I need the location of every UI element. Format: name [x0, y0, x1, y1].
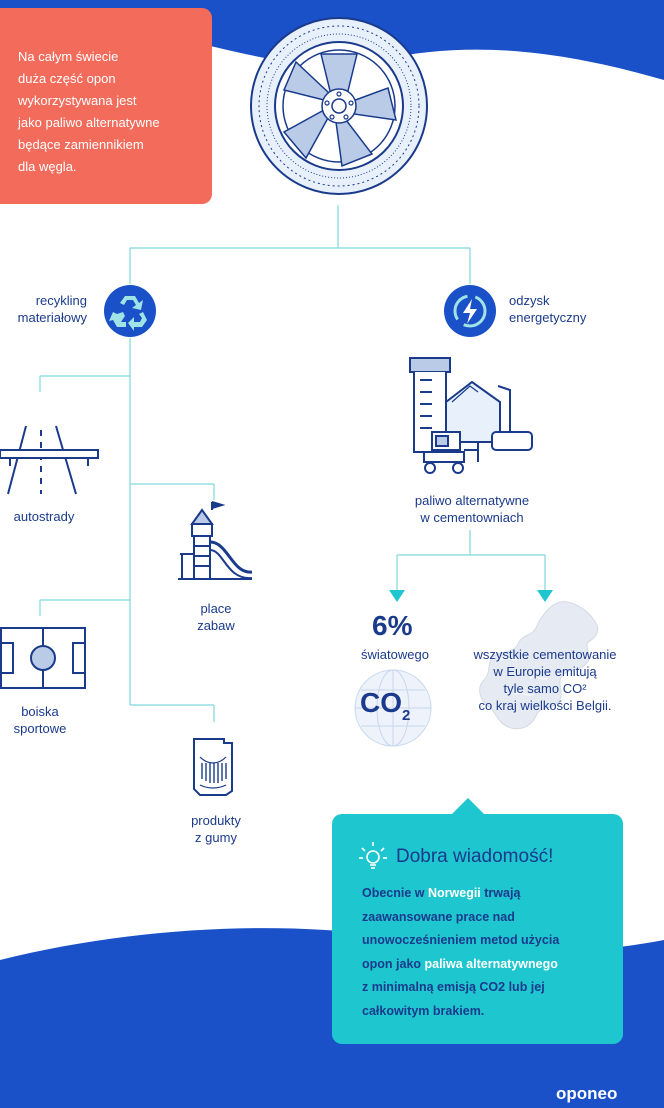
callout-title: Dobra wiadomość! [396, 846, 554, 867]
co2-percent-label: światowego [361, 647, 429, 662]
callout-line: zaawansowane prace nad [362, 909, 515, 924]
intro-line: wykorzystywana jest [18, 93, 137, 108]
rubber-products-label: produkty z gumy [176, 812, 256, 846]
brand-logo: oponeo [556, 1084, 618, 1103]
callout-line: Obecnie w Norwegii trwają [362, 882, 612, 906]
recycle-icon [104, 285, 156, 337]
playground-label-line: zabaw [197, 618, 235, 633]
intro-box: Na całym świecie duża część opon wykorzy… [0, 8, 212, 204]
callout-line: unowocześnieniem metod użycia [362, 933, 560, 947]
callout-line: opon jako paliwa alternatywnego [362, 953, 612, 977]
callout-highlight: paliwa alternatywnego [424, 956, 558, 971]
intro-line: Na całym świecie [18, 49, 119, 64]
europe-map-icon [479, 601, 599, 730]
cement-label-line: w cementowniach [420, 510, 524, 525]
sports-field-label: boiska sportowe [0, 703, 80, 737]
callout-line: z minimalną emisją CO2 lub jej [362, 980, 545, 994]
recycling-label-line: materiałowy [17, 310, 87, 325]
callout-text-part: opon jako [362, 956, 425, 971]
callout-text-part: Obecnie w [362, 886, 428, 900]
callout-highlight: Norwegii [428, 886, 481, 900]
cement-plant-icon [409, 357, 533, 474]
tire-icon [250, 17, 428, 195]
playground-icon [178, 501, 253, 580]
cement-label-line: paliwo alternatywne [414, 493, 530, 508]
co2-formula-co: CO [360, 687, 402, 718]
recycling-label-line: recykling [35, 293, 87, 308]
intro-line: będące zamiennikiem [18, 137, 144, 152]
highways-label: autostrady [13, 509, 75, 524]
callout-line: całkowitym brakiem. [362, 1003, 485, 1018]
co2-formula-sub: 2 [402, 707, 411, 724]
intro-line: duża część opon [18, 71, 116, 86]
europe-text: wszystkie cementowanie w Europie emitują… [455, 646, 635, 714]
europe-text-line: co kraj wielkości Belgii. [478, 698, 612, 713]
playground-label-line: place [200, 601, 232, 616]
energy-label: odzysk energetyczny [509, 292, 619, 326]
recycling-label: recykling materiałowy [10, 292, 87, 326]
callout-pointer [450, 798, 486, 816]
europe-text-line: tyle samo CO² [503, 681, 587, 696]
energy-icon [444, 285, 496, 337]
rubber-products-label-line: produkty [191, 813, 241, 828]
energy-label-line: odzysk [509, 293, 550, 308]
callout-text-part: trwają [480, 886, 521, 900]
rubber-mat-icon [193, 738, 233, 796]
sports-field-label-line: boiska [21, 704, 59, 719]
playground-label: place zabaw [178, 600, 254, 634]
europe-text-line: wszystkie cementowanie [473, 647, 617, 662]
good-news-callout [332, 814, 623, 1044]
co2-formula: CO2 [360, 687, 410, 724]
highway-icon [0, 425, 99, 495]
energy-label-line: energetyczny [509, 310, 587, 325]
lightbulb-icon [359, 842, 387, 869]
sports-field-icon [0, 627, 86, 689]
intro-line: dla węgla. [18, 159, 77, 174]
sports-field-label-line: sportowe [13, 721, 67, 736]
europe-text-line: w Europie emitują [493, 664, 597, 679]
intro-line: jako paliwo alternatywne [18, 115, 160, 130]
cement-label: paliwo alternatywne w cementowniach [392, 492, 552, 526]
co2-percent: 6% [372, 610, 413, 641]
callout-text: Obecnie w Norwegii trwają zaawansowane p… [362, 882, 612, 1023]
rubber-products-label-line: z gumy [195, 830, 237, 845]
globe-icon [354, 669, 432, 747]
